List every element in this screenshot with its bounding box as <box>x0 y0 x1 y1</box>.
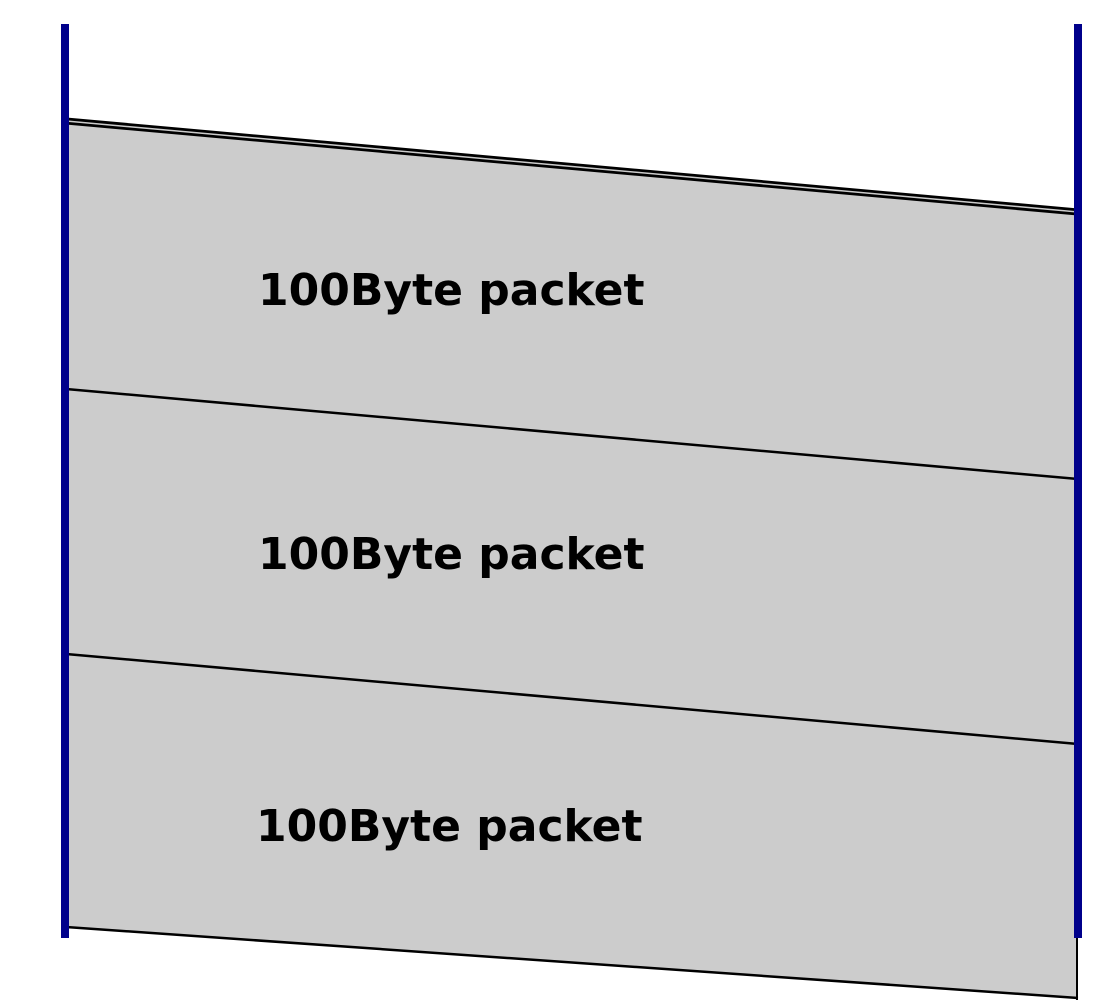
packet-label-2: 100Byte packet <box>258 529 644 580</box>
packet-1-top-edge-highlight <box>65 120 1079 213</box>
packet-3-bottom-edge <box>65 925 1079 1000</box>
packet-2-3-separator <box>65 652 1079 746</box>
packet-label-1: 100Byte packet <box>258 265 644 316</box>
packets-area <box>66 121 1078 998</box>
packet-1-2-separator <box>65 387 1079 481</box>
packet-label-3: 100Byte packet <box>256 801 642 852</box>
